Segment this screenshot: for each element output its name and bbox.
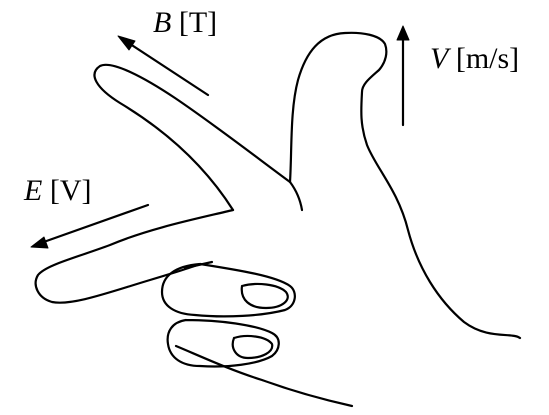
label-e-voltage: E [V]	[24, 176, 91, 206]
folded-finger-2	[166, 318, 280, 368]
arrow-v	[396, 25, 410, 127]
arrow-e	[30, 203, 150, 249]
label-v-velocity: V [m/s]	[430, 44, 519, 74]
label-b-magnetic-field: B [T]	[153, 8, 217, 38]
label-b-symbol: B	[153, 6, 172, 39]
fingernail-1	[240, 282, 289, 310]
palm-outline	[174, 344, 354, 408]
label-v-symbol: V	[430, 42, 449, 75]
thumb-outline	[288, 31, 522, 340]
index-finger-outline	[93, 63, 292, 212]
knuckle-mark	[183, 260, 214, 270]
label-e-unit: [V]	[49, 174, 92, 207]
label-v-unit: [m/s]	[455, 42, 520, 75]
fingernail-2	[231, 334, 274, 360]
thumb-crease	[288, 180, 304, 212]
arrow-b	[117, 35, 210, 97]
middle-finger-outline	[34, 208, 235, 304]
label-e-symbol: E	[24, 174, 43, 207]
label-b-unit: [T]	[178, 6, 218, 39]
folded-finger-1	[160, 262, 296, 318]
